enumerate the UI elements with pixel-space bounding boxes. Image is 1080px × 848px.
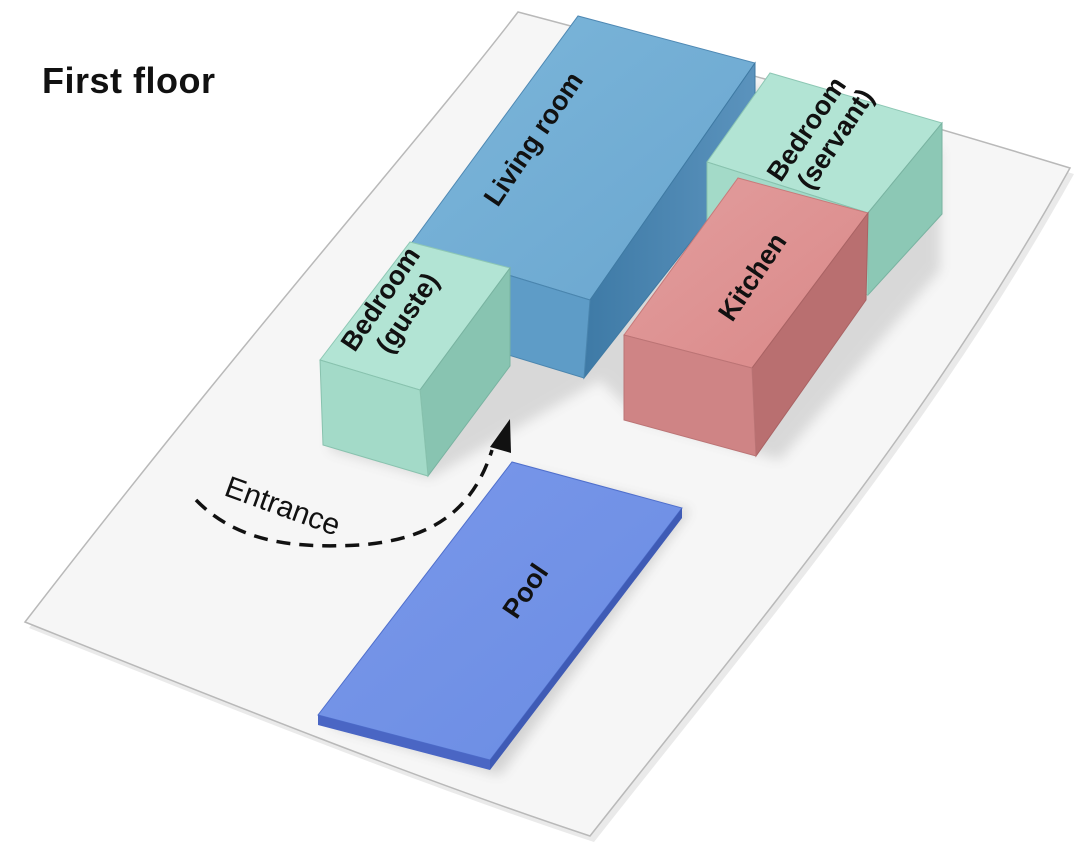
entrance-path bbox=[194, 419, 511, 548]
kitchen-side-front bbox=[623, 334, 757, 457]
entrance-dashed-arrow bbox=[194, 449, 494, 548]
pool-edge-front bbox=[318, 715, 490, 770]
bedroom-guest-block bbox=[319, 241, 511, 478]
entrance-arrowhead bbox=[490, 419, 511, 453]
pool-block bbox=[317, 461, 683, 770]
bedroom-guest-side-front bbox=[319, 359, 429, 477]
kitchen-block bbox=[623, 177, 869, 458]
page-title: First floor bbox=[42, 60, 216, 101]
pool-edge-right bbox=[490, 508, 682, 770]
